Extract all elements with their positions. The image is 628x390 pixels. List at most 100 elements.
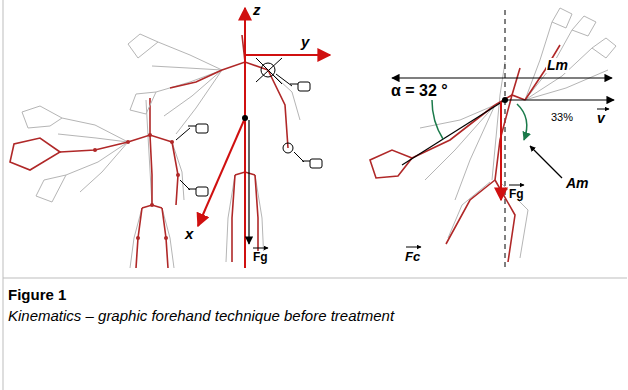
ghost-skeleton	[152, 66, 222, 70]
ghost-skeleton	[255, 175, 264, 262]
ghost-skeleton	[572, 16, 596, 36]
angle-arc	[432, 100, 527, 140]
skeleton	[170, 35, 288, 262]
skeleton	[162, 208, 168, 268]
axis-label: x	[184, 226, 194, 243]
pointer-hand	[196, 187, 208, 196]
pointer-hand	[298, 82, 310, 91]
force-label: Fg	[252, 251, 269, 264]
axis-label: z	[252, 2, 262, 19]
joint-dots	[93, 148, 97, 152]
pointer-hand	[188, 126, 196, 127]
marker-circles	[283, 143, 293, 153]
ghost-skeleton	[156, 70, 222, 92]
vector-arrow	[597, 109, 609, 110]
figure-frame	[3, 0, 4, 390]
ghost-skeleton	[592, 38, 616, 58]
pointer-hand	[310, 159, 322, 168]
ghost-skeleton	[36, 175, 66, 202]
ghost-skeleton	[525, 30, 572, 100]
joint-dots	[150, 203, 154, 207]
marker-circles	[256, 58, 282, 82]
ghost-skeleton	[130, 92, 156, 114]
vector-arrow	[406, 109, 609, 247]
pointer-hand	[290, 84, 298, 85]
callout-label: Am	[565, 176, 590, 191]
motion-arrows	[402, 100, 505, 165]
pointer-hand	[276, 74, 322, 168]
gravity-arrow	[500, 102, 502, 200]
marker-circles	[256, 58, 282, 84]
joint-dots	[176, 173, 180, 177]
ghost-skeleton	[128, 34, 300, 262]
joint-dots	[126, 140, 130, 144]
coordinate-axes	[198, 118, 245, 226]
ghost-skeleton	[425, 105, 495, 180]
angle-arc	[432, 100, 443, 139]
ghost-skeleton	[420, 105, 495, 128]
coordinate-axes	[198, 8, 330, 268]
skeleton	[170, 70, 222, 88]
ghost-skeleton	[552, 8, 572, 28]
force-label: Fg	[508, 188, 525, 201]
pointer-hand	[196, 124, 208, 133]
pointer-hand	[276, 74, 292, 86]
vector-arrow	[253, 248, 268, 249]
figure-title: Figure 1	[8, 286, 66, 303]
joint-dots	[93, 133, 180, 240]
figure-caption: Kinematics – graphic forehand technique …	[8, 307, 394, 324]
skeleton	[412, 105, 495, 158]
ghost-skeleton	[162, 208, 174, 268]
vector-label: v	[596, 111, 606, 126]
angle-arc	[517, 104, 527, 140]
ghost-skeleton	[176, 70, 222, 134]
ghost-skeleton	[525, 70, 608, 100]
center-dot	[242, 115, 248, 121]
skeleton	[10, 98, 178, 268]
skeleton	[136, 208, 142, 268]
skeleton	[495, 68, 520, 180]
figure-frame	[3, 278, 627, 279]
ghost-skeleton	[80, 142, 128, 192]
ghost-skeleton	[130, 208, 142, 268]
vector-arrow	[406, 247, 421, 248]
skeleton	[370, 150, 412, 178]
motion-arrows	[392, 77, 612, 78]
force-label: Fc	[404, 250, 421, 264]
pointer-hand	[302, 161, 310, 162]
dashed-vertical	[505, 10, 506, 268]
gravity-arrow	[248, 120, 249, 244]
dashed-vertical	[505, 10, 506, 268]
gravity-arrow	[500, 102, 502, 200]
angle-label: α = 32 °	[390, 82, 449, 100]
ghost-skeleton	[164, 70, 222, 116]
ghost-skeleton	[492, 62, 505, 180]
axis-label: y	[300, 34, 310, 51]
center-dot	[502, 97, 508, 103]
joint-dots	[148, 133, 152, 137]
ghost-skeleton	[525, 48, 592, 100]
coordinate-axes	[244, 8, 246, 268]
skeleton	[150, 98, 152, 205]
vector-arrow	[509, 185, 524, 186]
ghost-skeleton	[62, 118, 128, 142]
vector-arrow	[253, 248, 268, 249]
ghost-skeleton	[226, 175, 235, 262]
gravity-arrow	[248, 120, 249, 244]
pointer-hand	[176, 124, 208, 196]
ghost-skeleton	[66, 142, 128, 175]
skeleton	[446, 180, 495, 244]
skeleton	[268, 70, 288, 148]
joint-dots	[164, 236, 168, 240]
ghost-skeleton	[420, 8, 616, 258]
ghost-skeleton	[158, 42, 222, 70]
percent-label: 33%	[550, 111, 574, 123]
motion-arrows	[505, 99, 614, 100]
motion-arrows	[530, 146, 562, 178]
skeleton	[10, 138, 60, 170]
skeleton	[232, 175, 235, 262]
ghost-skeleton	[22, 106, 62, 128]
skeleton	[255, 175, 258, 262]
